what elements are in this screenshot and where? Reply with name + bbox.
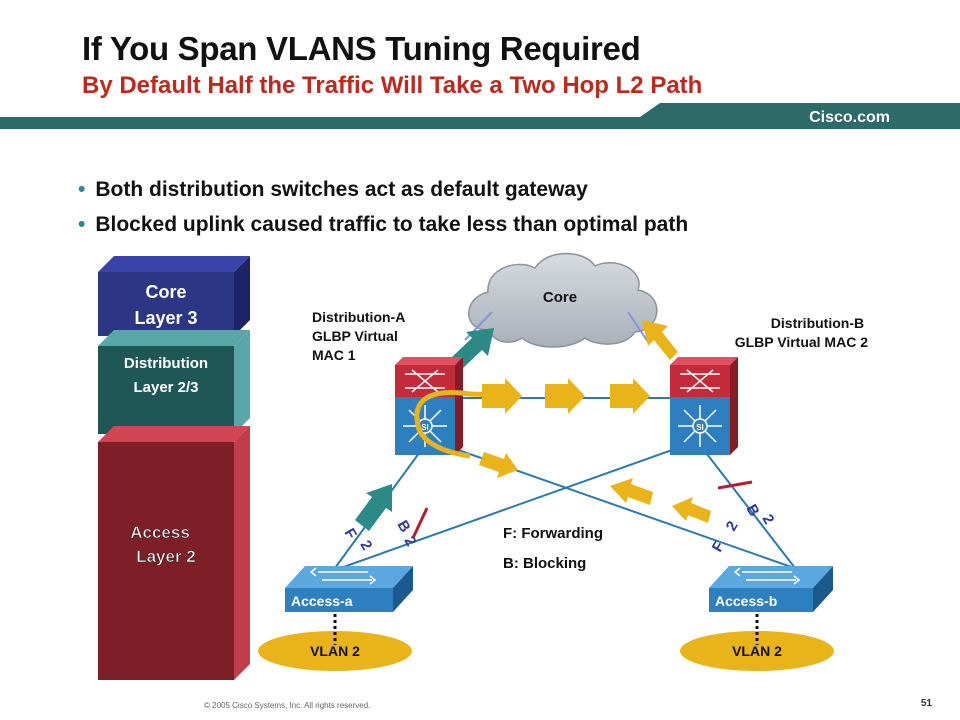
distribution-a-label: Distribution-A GLBP Virtual MAC 1 [312,309,409,363]
vlan-a-label: VLAN 2 [310,643,360,659]
blocked-port-mark-a [411,507,429,539]
header-bar [0,103,960,129]
distribution-layer-label: Distribution [124,355,208,372]
traffic-path-curve-lower [415,424,471,459]
legend-blocking: B: Blocking [503,555,586,572]
distribution-b-label: Distribution-B GLBP Virtual MAC 2 [735,315,869,350]
page-number: 51 [920,698,932,709]
vlan-a: VLAN 2 [258,631,412,671]
uplink-arrow-b [627,311,678,360]
bullet-text: Blocked uplink caused traffic to take le… [95,213,689,236]
access-layer-label: Access [130,523,190,542]
bullet-text: Both distribution switches act as defaul… [95,178,588,201]
si-label-b: SI [696,423,704,432]
core-cloud: Core [468,252,658,348]
core-layer-label: Core [145,282,186,302]
distribution-a-line2: GLBP Virtual [312,328,398,344]
distribution-layer-block: Distribution Layer 2/3 [98,330,250,434]
port-label-b-a: B [394,518,414,536]
port-label-2-a: 2 [357,538,376,554]
bullet-item: • Both distribution switches act as defau… [78,178,588,202]
port-label-2-b-b: 2 [759,512,778,528]
bullet-dot-icon: • [78,178,86,201]
distribution-layer-sublabel: Layer 2/3 [133,379,198,396]
vlan-b: VLAN 2 [680,631,834,671]
port-label-2-f-b: 2 [723,518,742,534]
port-label-2-b-a: 2 [401,534,420,550]
bullet-item: • Blocked uplink caused traffic to take l… [78,213,688,237]
traffic-path-curve [414,390,521,426]
legend-forwarding: F: Forwarding [503,525,603,542]
distribution-switch-a: SI [395,357,463,455]
slide-subtitle: By Default Half the Traffic Will Take a … [82,72,703,99]
distribution-a-line3: MAC 1 [312,347,356,363]
distribution-switch-b: SI [670,357,738,455]
access-layer-sublabel: Layer 2 [136,547,196,566]
layer-stack: Core Layer 3 Distribution Layer 2/3 Acce… [98,256,250,680]
access-a-label: Access-a [291,593,353,609]
traffic-arrows [479,378,711,523]
vlan-b-label: VLAN 2 [732,643,782,659]
distribution-a-line1: Distribution-A [312,309,405,325]
slide-title: If You Span VLANS Tuning Required [82,30,641,67]
distribution-b-line2: GLBP Virtual MAC 2 [735,334,869,350]
bullet-dot-icon: • [78,213,86,236]
access-switch-b: Access-b [709,566,833,612]
distribution-b-line1: Distribution-B [771,315,864,331]
si-label-a: SI [421,423,429,432]
access-switch-a: Access-a [285,566,413,612]
core-layer-sublabel: Layer 3 [134,308,197,328]
copyright-footer: © 2005 Cisco Systems, Inc. All rights re… [204,701,371,710]
brand-label: Cisco.com [809,109,890,126]
access-layer-block: Access Layer 2 [98,426,250,680]
teal-forward-arrow [355,484,392,531]
core-cloud-label: Core [543,289,577,306]
access-b-label: Access-b [715,593,777,609]
blocked-port-mark-b [717,480,753,490]
core-layer-block: Core Layer 3 [98,256,250,336]
